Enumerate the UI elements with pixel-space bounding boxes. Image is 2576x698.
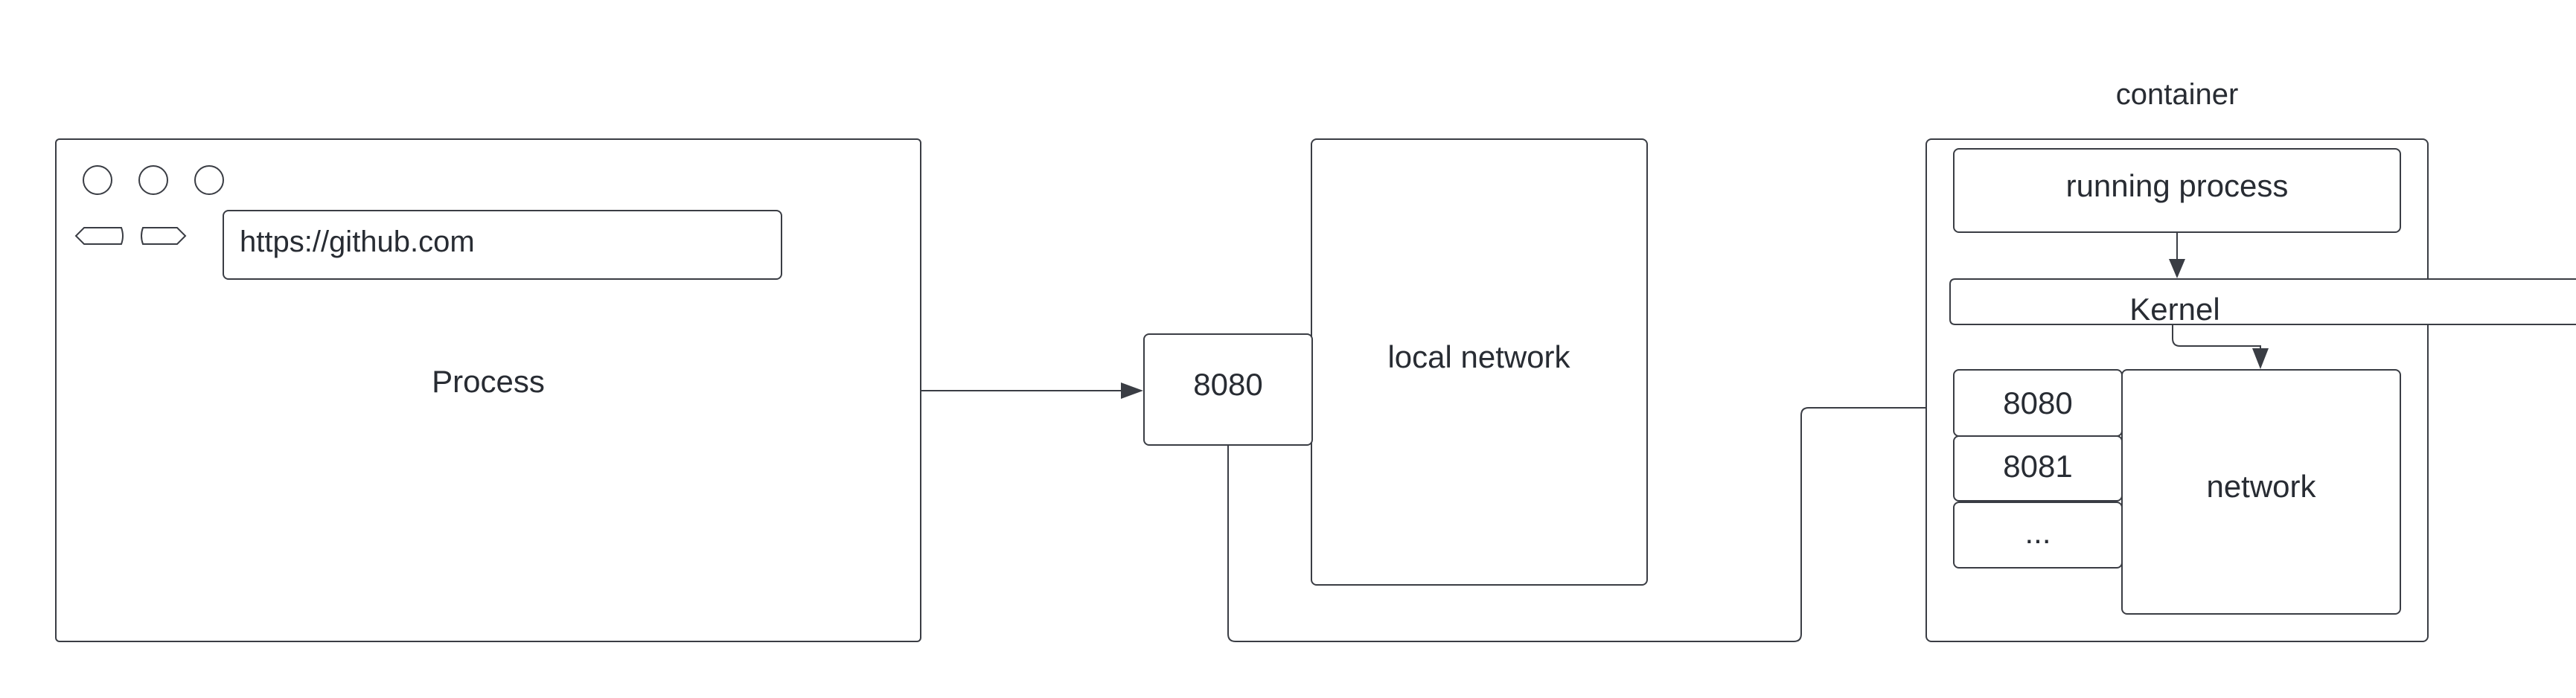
network-label: network bbox=[2206, 469, 2316, 504]
process-label: Process bbox=[432, 364, 545, 399]
local-port-label: 8080 bbox=[1193, 367, 1262, 402]
network-box bbox=[2121, 369, 2401, 615]
back-arrow-icon bbox=[74, 227, 124, 245]
container-port-label: 8081 bbox=[2003, 449, 2072, 484]
process-to-port-connector bbox=[921, 382, 1143, 399]
browser-window: https://github.com Process bbox=[55, 138, 921, 642]
container-title: container bbox=[2116, 78, 2239, 111]
forward-arrow-icon bbox=[141, 227, 187, 245]
address-bar bbox=[223, 210, 782, 280]
window-control-circle-3-icon bbox=[194, 165, 224, 195]
running-process-label: running process bbox=[2066, 168, 2289, 203]
address-text: https://github.com bbox=[240, 225, 475, 258]
arrowhead-icon bbox=[2252, 348, 2269, 369]
window-control-circle-2-icon bbox=[138, 165, 168, 195]
kernel-box bbox=[1949, 278, 2576, 325]
local-network-group: local network 8080 bbox=[1143, 138, 1648, 586]
kernel-to-network-connector bbox=[2172, 324, 2261, 350]
container-port-label: 8080 bbox=[2003, 385, 2072, 420]
container-group: container running process Kernel 8080 80… bbox=[1925, 78, 2576, 642]
arrowhead-icon bbox=[1121, 382, 1143, 399]
local-network-label: local network bbox=[1387, 339, 1570, 374]
arrowhead-icon bbox=[2169, 259, 2185, 278]
kernel-label: Kernel bbox=[2129, 292, 2219, 327]
window-control-circle-1-icon bbox=[83, 165, 112, 195]
container-port-label: ... bbox=[2024, 515, 2051, 550]
